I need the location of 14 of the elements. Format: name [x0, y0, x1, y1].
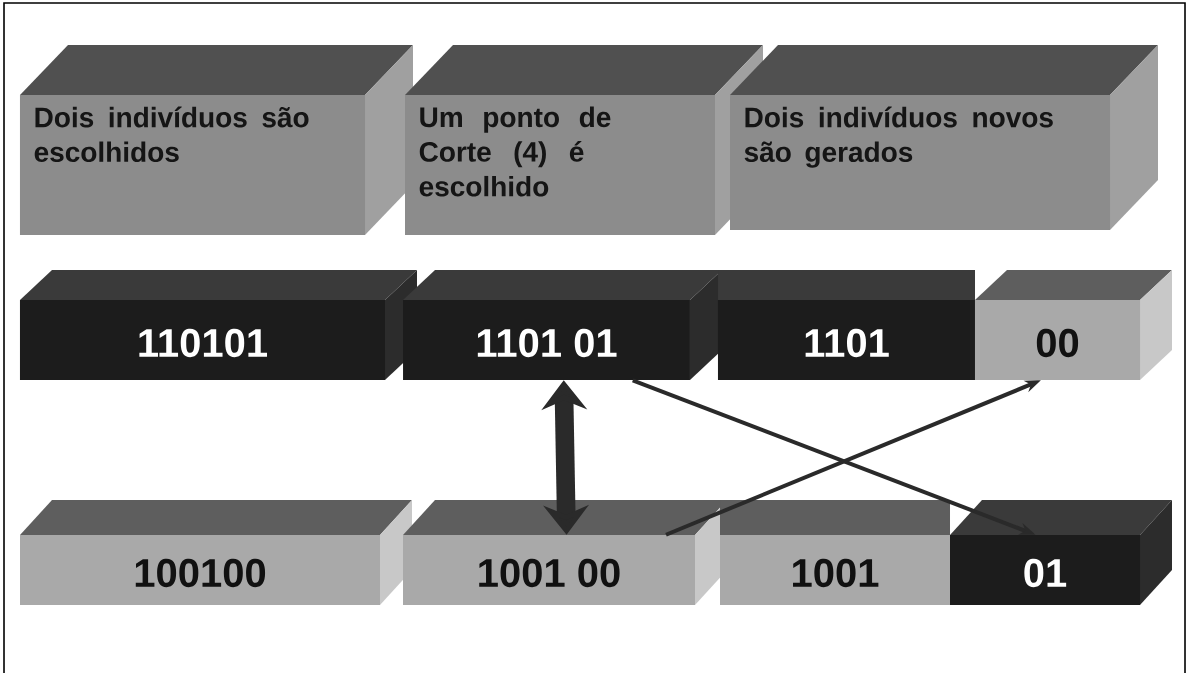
header-block: Dois indivíduos são escolhidos	[19, 45, 413, 235]
node-label: Dois indivíduos são escolhidos	[34, 106, 309, 163]
bit-block: 01	[950, 500, 1172, 605]
bit-block: 100100	[20, 500, 412, 605]
bit-block: 1001	[720, 500, 950, 605]
bit-block: 00	[974, 270, 1172, 380]
bit-block: 1101 01	[403, 270, 722, 380]
bit-block: 1001 00	[403, 500, 727, 605]
header-block: Dois indivíduos novos são gerados	[730, 45, 1158, 230]
bit-block: 1101	[717, 270, 976, 380]
node-label: Um ponto de Corte (4) é escolhido	[419, 106, 611, 197]
node-label: 110101	[139, 328, 268, 358]
bit-block: 110101	[19, 270, 417, 380]
node-label: 100100	[135, 558, 266, 588]
